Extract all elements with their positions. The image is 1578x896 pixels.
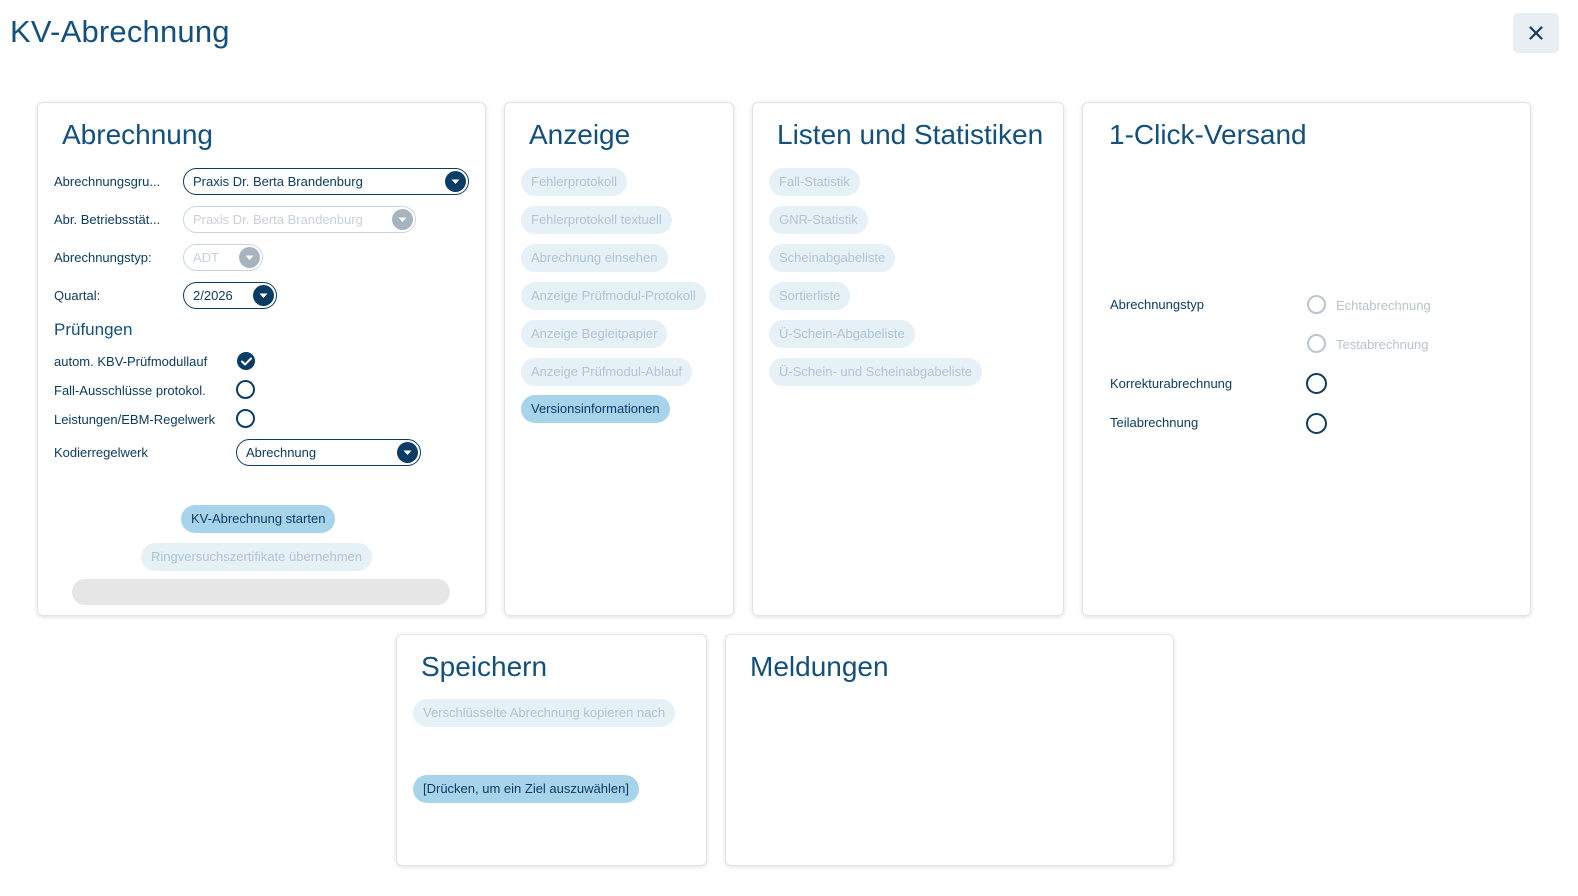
kbv-pruefmodul-label: autom. KBV-Prüfmodullauf (54, 354, 208, 369)
kv-abrechnung-starten-button[interactable]: KV-Abrechnung starten (181, 505, 336, 533)
abrechnungsgruppe-select[interactable]: Praxis Dr. Berta Brandenburg (183, 168, 469, 195)
teilabrechnung-label: Teilabrechnung (1110, 415, 1199, 430)
quartal-label: Quartal: (54, 288, 101, 303)
close-button[interactable] (1513, 13, 1559, 53)
betriebsstaette-select[interactable]: Praxis Dr. Berta Brandenburg (183, 206, 416, 233)
ue-schein-abgabeliste-button[interactable]: Ü-Schein-Abgabeliste (769, 320, 915, 348)
anzeige-card: Anzeige Fehlerprotokoll Fehlerprotokoll … (504, 102, 734, 616)
fall-statistik-button[interactable]: Fall-Statistik (769, 168, 860, 196)
pruefungen-heading: Prüfungen (54, 320, 133, 339)
abrechnung-progress-bar (72, 579, 450, 605)
chevron-down-icon (392, 209, 413, 230)
betriebsstaette-value: Praxis Dr. Berta Brandenburg (193, 212, 363, 227)
ebm-regelwerk-checkbox[interactable] (236, 409, 255, 428)
abrechnungsgruppe-label: Abrechnungsgru... (54, 174, 161, 189)
abrechnungsgruppe-value: Praxis Dr. Berta Brandenburg (193, 174, 363, 189)
gnr-statistik-button[interactable]: GNR-Statistik (769, 206, 868, 234)
korrekturabrechnung-checkbox[interactable] (1306, 373, 1327, 394)
listen-title: Listen und Statistiken (777, 119, 1044, 150)
abrechnung-title: Abrechnung (62, 119, 214, 150)
chevron-down-icon (397, 442, 418, 463)
speichern-card: Speichern Verschlüsselte Abrechnung kopi… (396, 634, 707, 866)
begleitpapier-button[interactable]: Anzeige Begleitpapier (521, 320, 668, 348)
ebm-regelwerk-label: Leistungen/EBM-Regelwerk (54, 412, 216, 427)
fall-ausschluesse-checkbox[interactable] (236, 380, 255, 399)
close-icon (1529, 26, 1543, 40)
speichern-title: Speichern (421, 651, 548, 682)
sortierliste-button[interactable]: Sortierliste (769, 282, 851, 310)
versand-card: 1-Click-Versand Abrechnungstyp Echtabrec… (1082, 102, 1531, 616)
abrechnungstyp-value: ADT (193, 250, 219, 265)
chevron-down-icon (253, 285, 274, 306)
testabrechnung-label: Testabrechnung (1336, 337, 1429, 352)
kodierregelwerk-select[interactable]: Abrechnung (236, 439, 421, 466)
scheinabgabeliste-button[interactable]: Scheinabgabeliste (769, 244, 896, 272)
meldungen-title: Meldungen (750, 651, 889, 682)
testabrechnung-radio[interactable] (1307, 334, 1326, 353)
page-title: KV-Abrechnung (10, 14, 230, 49)
versionsinformationen-button[interactable]: Versionsinformationen (521, 395, 670, 423)
korrekturabrechnung-label: Korrekturabrechnung (1110, 376, 1233, 391)
anzeige-title: Anzeige (529, 119, 631, 150)
kodierregelwerk-label: Kodierregelwerk (54, 445, 148, 460)
listen-card: Listen und Statistiken Fall-Statistik GN… (752, 102, 1064, 616)
chevron-down-icon (239, 247, 260, 268)
echtabrechnung-radio[interactable] (1307, 295, 1326, 314)
ue-schein-scheinabgabeliste-button[interactable]: Ü-Schein- und Scheinabgabeliste (769, 358, 982, 386)
teilabrechnung-checkbox[interactable] (1306, 413, 1327, 434)
ringversuch-button[interactable]: Ringversuchszertifikate übernehmen (141, 543, 372, 571)
echtabrechnung-label: Echtabrechnung (1336, 298, 1431, 313)
abrechnungstyp-label: Abrechnungstyp: (54, 250, 152, 265)
verschluesselte-abrechnung-kopieren-button[interactable]: Verschlüsselte Abrechnung kopieren nach (413, 699, 676, 727)
fall-ausschluesse-label: Fall-Ausschlüsse protokol. (54, 383, 206, 398)
abrechnung-einsehen-button[interactable]: Abrechnung einsehen (521, 244, 668, 272)
fehlerprotokoll-button[interactable]: Fehlerprotokoll (521, 168, 627, 196)
abrechnungstyp-select[interactable]: ADT (183, 244, 263, 271)
ziel-auswaehlen-button[interactable]: [Drücken, um ein Ziel auszuwählen] (413, 775, 639, 803)
checkmark-icon (240, 357, 252, 365)
meldungen-card: Meldungen (725, 634, 1174, 866)
kodierregelwerk-value: Abrechnung (246, 445, 317, 460)
fehlerprotokoll-textuell-button[interactable]: Fehlerprotokoll textuell (521, 206, 672, 234)
abrechnung-card: Abrechnung Abrechnungsgru... Praxis Dr. … (37, 102, 486, 616)
chevron-down-icon (445, 171, 466, 192)
kbv-pruefmodul-checkbox[interactable] (237, 352, 255, 370)
versand-abrechnungstyp-label: Abrechnungstyp (1110, 297, 1204, 312)
quartal-value: 2/2026 (193, 288, 233, 303)
betriebsstaette-label: Abr. Betriebsstät... (54, 212, 161, 227)
quartal-select[interactable]: 2/2026 (183, 282, 277, 309)
pruefmodul-ablauf-button[interactable]: Anzeige Prüfmodul-Ablauf (521, 358, 693, 386)
versand-title: 1-Click-Versand (1109, 119, 1307, 150)
pruefmodul-protokoll-button[interactable]: Anzeige Prüfmodul-Protokoll (521, 282, 706, 310)
